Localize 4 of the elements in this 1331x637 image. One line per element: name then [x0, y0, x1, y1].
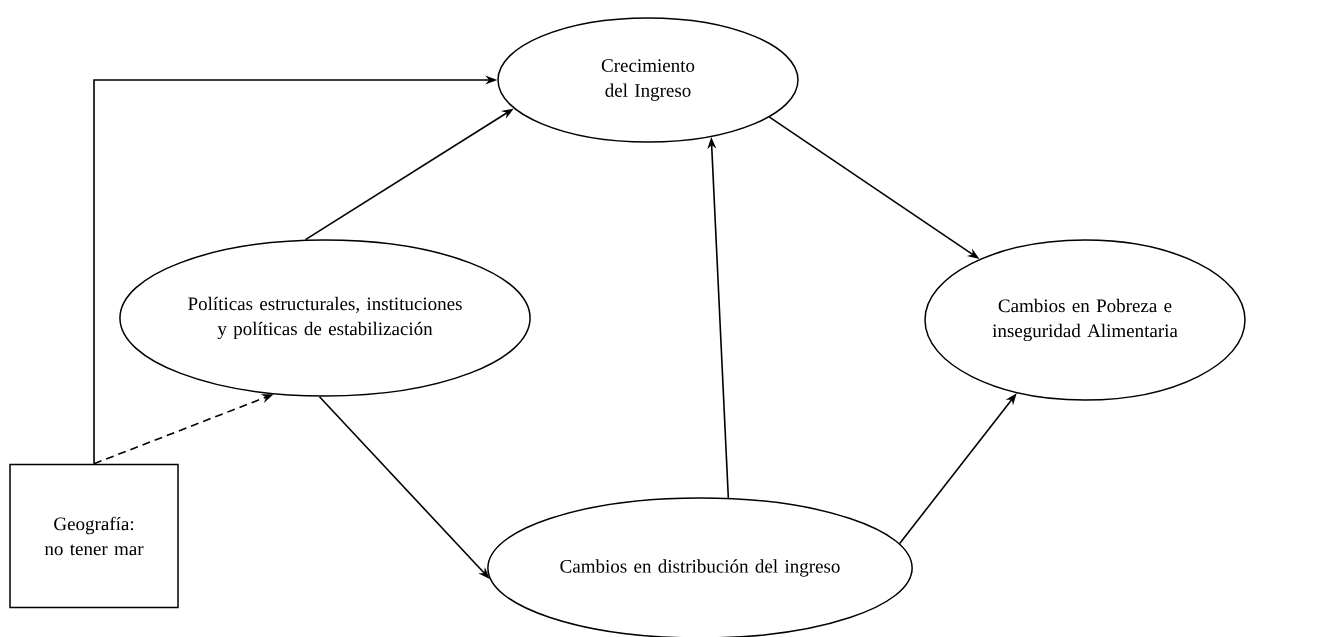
- ellipse-node: Crecimiento del Ingreso: [497, 17, 799, 143]
- ellipse-node: Políticas estructurales, instituciones y políticas de estabilización: [119, 239, 531, 397]
- ellipse-node: Cambios en Pobreza e inseguridad Alimentaria: [924, 239, 1246, 401]
- text-box: Geografía: no tener mar: [9, 463, 179, 609]
